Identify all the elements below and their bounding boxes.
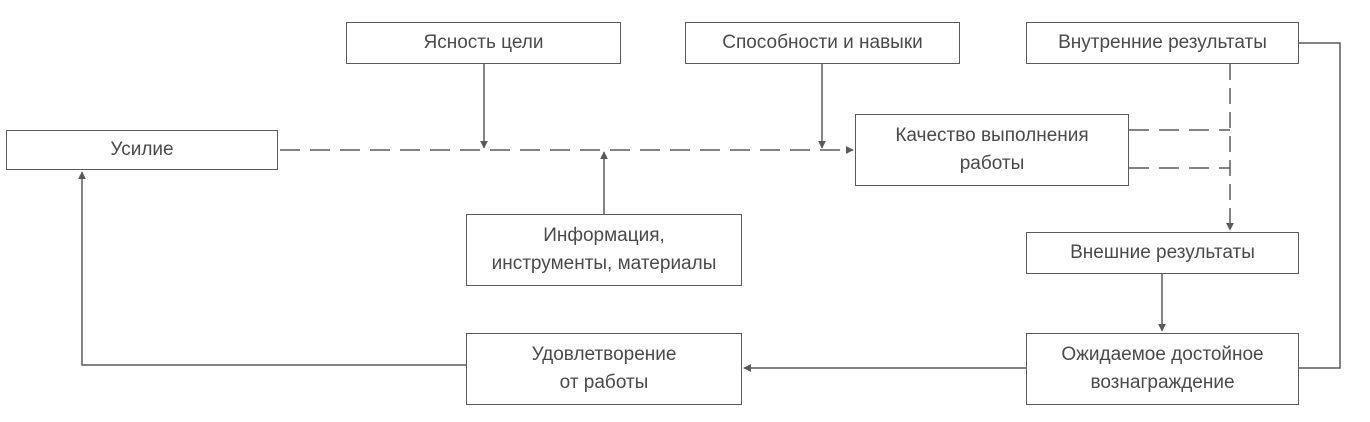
node-internal-results: Внутренние результаты — [1026, 22, 1299, 64]
arrow-satisfaction-to-effort — [78, 171, 466, 366]
node-external-results: Внешние результаты — [1026, 232, 1299, 274]
node-effort: Усилие — [6, 130, 278, 170]
node-goal-clarity: Ясность цели — [346, 22, 621, 64]
node-information: Информация, инструменты, материалы — [466, 214, 742, 286]
node-satisfaction: Удовлетворение от работы — [466, 333, 742, 405]
node-expected-reward: Ожидаемое достойное вознаграждение — [1026, 333, 1299, 405]
connector-internal-to-reward — [1299, 42, 1341, 369]
node-abilities: Способности и навыки — [685, 22, 960, 64]
node-performance: Качество выполнения работы — [855, 114, 1129, 186]
